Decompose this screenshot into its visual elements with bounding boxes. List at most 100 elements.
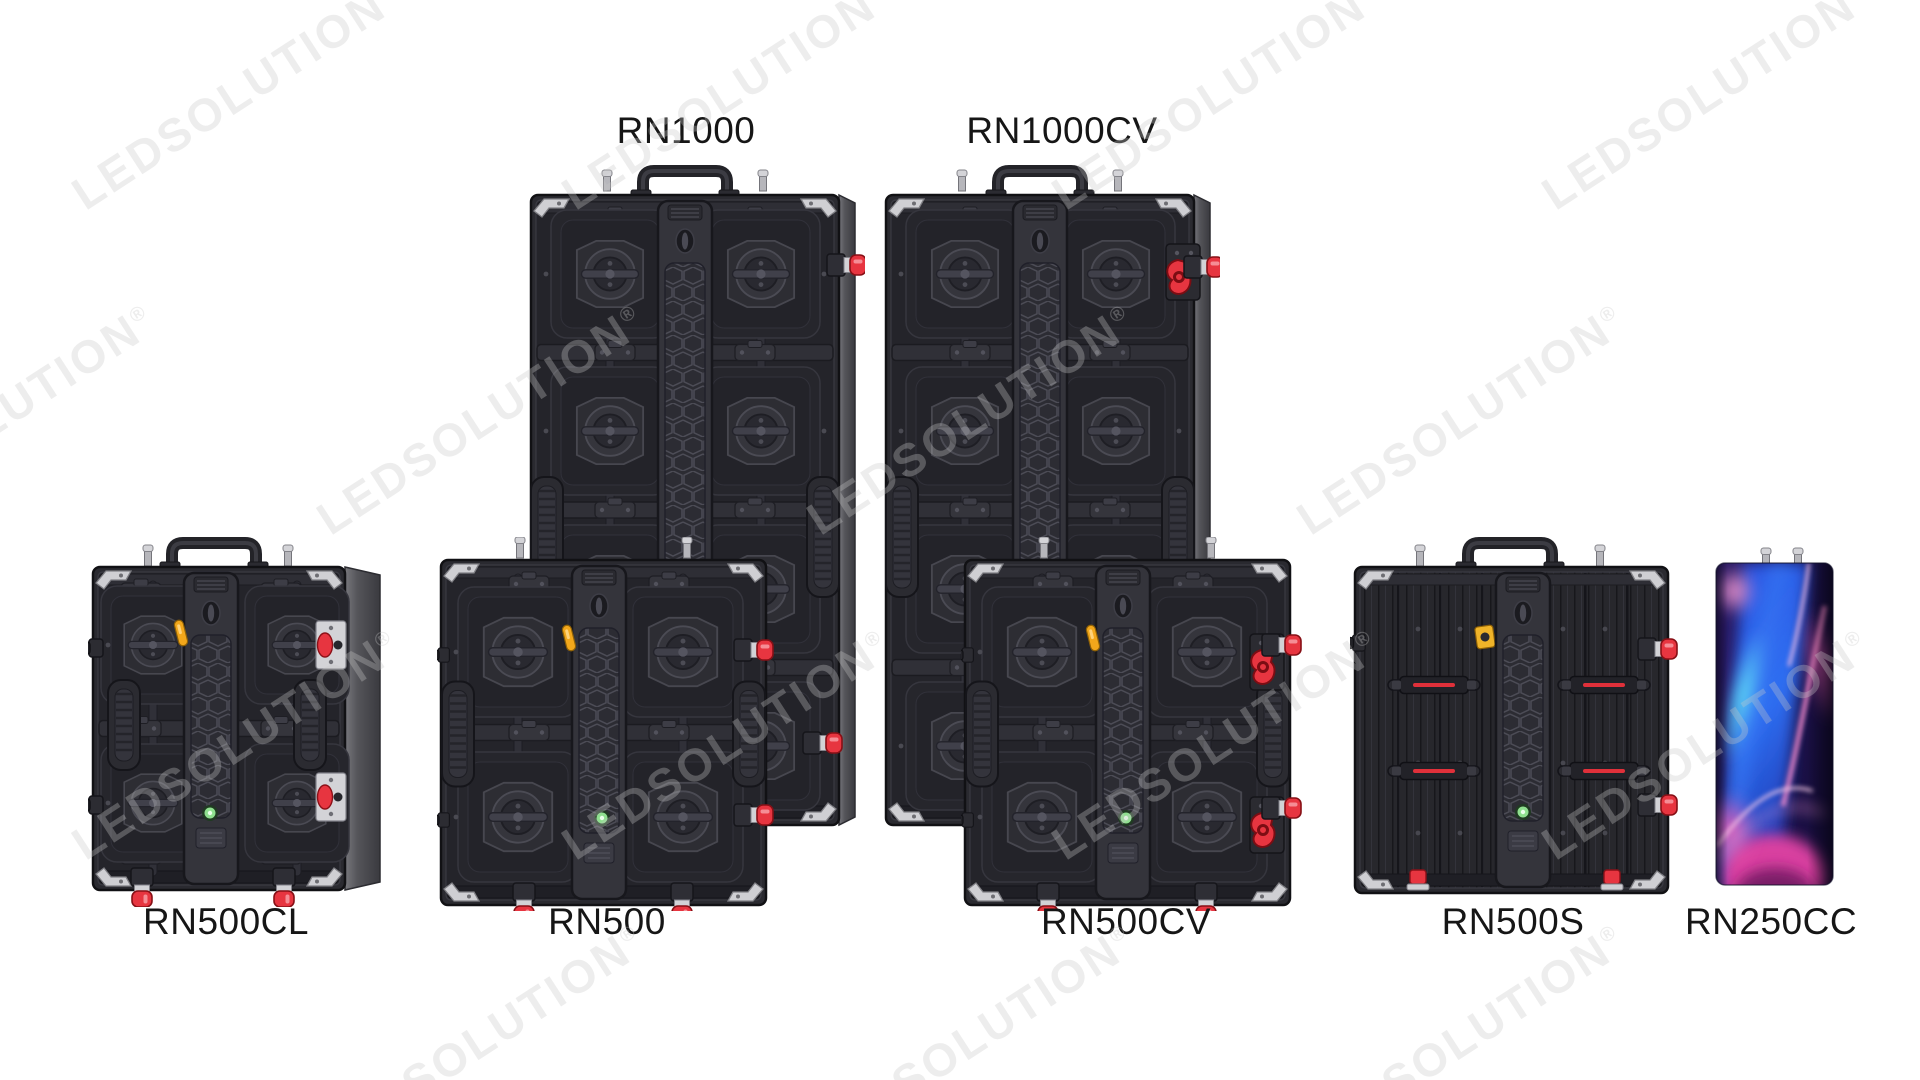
side-lug: [961, 812, 975, 828]
red-locking-knob: [826, 253, 865, 277]
side-grip-handle: [293, 679, 327, 771]
side-lug: [88, 795, 104, 815]
product-image-rn500s: [1350, 527, 1680, 907]
twist-lock: [726, 239, 796, 309]
center-spine: [1094, 564, 1152, 901]
clamp-tab: [1172, 720, 1214, 742]
twist-lock: [575, 239, 645, 309]
yellow-latch: [561, 624, 577, 652]
red-locking-knob: [1036, 882, 1060, 911]
twist-lock: [930, 396, 1000, 466]
corner-bracket: [1628, 870, 1666, 890]
top-pin: [1112, 169, 1124, 192]
corner-bracket: [1628, 570, 1666, 590]
red-locking-knob: [272, 867, 296, 907]
top-pin: [956, 169, 968, 192]
twist-lock: [482, 781, 554, 853]
twist-lock: [1006, 616, 1078, 688]
cabinet-side-face: [838, 193, 856, 827]
twist-lock: [1006, 781, 1078, 853]
side-lug: [1350, 634, 1366, 652]
honeycomb-spine-plate: [1502, 634, 1544, 822]
red-bottom-knob: [1036, 882, 1060, 911]
twist-lock: [930, 239, 1000, 309]
corner-bracket: [967, 563, 1005, 583]
registered-trademark-symbol: ®: [861, 0, 885, 3]
twist-lock: [1081, 239, 1151, 309]
red-locking-knob: [802, 731, 843, 755]
product-image-rn500: [437, 537, 781, 911]
corner-bracket: [1250, 563, 1288, 583]
red-locking-knob: [130, 867, 154, 907]
product-render-rn500cv: [961, 537, 1302, 911]
red-locking-knob: [512, 882, 536, 911]
corner-bracket: [95, 570, 133, 590]
corner-bracket: [533, 198, 571, 218]
side-grip-handle: [965, 680, 999, 788]
red-bottom-latch: [1406, 869, 1430, 891]
status-led: [1118, 810, 1134, 826]
side-grip-handle: [1256, 680, 1290, 788]
corner-bracket: [799, 198, 837, 218]
center-spine: [570, 564, 628, 901]
top-pin: [681, 537, 693, 559]
latch-bar: [1557, 675, 1651, 695]
registered-trademark-symbol: ®: [1595, 301, 1620, 328]
side-grip-handle: [441, 680, 475, 788]
registered-trademark-symbol: ®: [125, 301, 150, 328]
clamp-tab: [1089, 340, 1131, 362]
clamp-tab: [594, 497, 636, 519]
clamp-tab: [508, 720, 550, 742]
twist-lock: [1171, 781, 1243, 853]
led-front-screen: [1716, 563, 1833, 885]
yellow-latch: [173, 619, 189, 647]
side-lug: [88, 638, 104, 658]
twist-lock: [123, 773, 183, 833]
side-grip-handle: [107, 679, 141, 771]
product-label-rn500cv: RN500CV: [1040, 901, 1212, 942]
product-render-rn500: [437, 537, 774, 911]
product-render-rn250cc: [1715, 547, 1834, 886]
latch-bar: [1387, 675, 1481, 695]
twist-lock: [647, 616, 719, 688]
corner-bracket: [305, 570, 343, 590]
honeycomb-spine-plate: [1102, 627, 1144, 834]
red-locking-knob: [733, 803, 774, 827]
red-locking-knob: [1261, 633, 1302, 657]
registered-trademark-symbol: ®: [371, 0, 395, 3]
side-grip-handle: [806, 476, 840, 598]
center-spine: [182, 571, 240, 886]
twist-lock: [726, 396, 796, 466]
red-locking-knob: [1637, 793, 1678, 817]
top-pin: [1414, 544, 1426, 567]
top-pin: [601, 169, 613, 192]
top-pin: [1594, 544, 1606, 567]
status-led: [1515, 804, 1531, 820]
status-led: [594, 810, 610, 826]
red-bottom-latch: [1600, 869, 1624, 891]
product-image-rn250cc: [1713, 546, 1839, 892]
red-locking-knob: [1637, 637, 1678, 661]
clamp-tab: [1089, 497, 1131, 519]
top-pin: [514, 537, 526, 559]
product-image-rn500cv: [961, 537, 1305, 911]
product-label-rn1000: RN1000: [616, 110, 756, 151]
corner-bracket: [726, 882, 764, 902]
product-label-rn500s: RN500S: [1441, 901, 1585, 942]
watermark-text: LEDSOLUTION®: [62, 0, 408, 220]
twist-lock: [1081, 396, 1151, 466]
registered-trademark-symbol: ®: [1351, 0, 1375, 3]
corner-bracket: [1250, 882, 1288, 902]
product-render-rn500cl: [88, 537, 381, 907]
side-lug: [437, 647, 451, 663]
product-render-rn500s: [1350, 537, 1678, 895]
corner-bracket: [443, 882, 481, 902]
twist-lock: [482, 616, 554, 688]
curve-lock-plate: [315, 772, 347, 822]
clamp-tab: [734, 497, 776, 519]
twist-lock: [267, 615, 327, 675]
top-pin: [757, 169, 769, 192]
clamp-tab: [734, 340, 776, 362]
corner-bracket: [95, 867, 133, 887]
